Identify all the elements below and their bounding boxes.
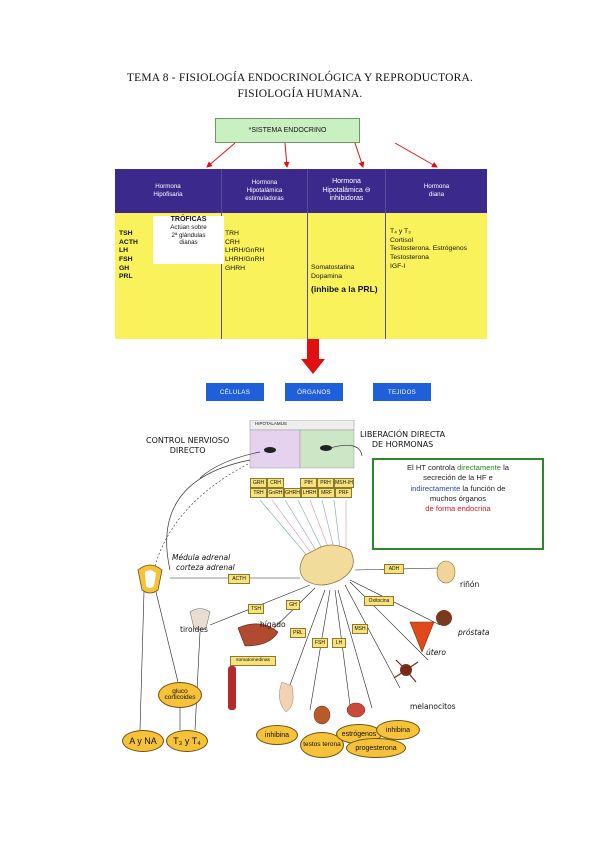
inhibina-oval: inhibina [376, 720, 420, 740]
utero-label: útero [426, 648, 446, 657]
button-celulas[interactable]: CÉLULAS [206, 383, 264, 401]
troficas-box: TRÓFICAS Actúan sobre 2ª glándulas diana… [153, 216, 224, 264]
rh-tag: GnRH [267, 488, 284, 498]
fsh-tag: FSH [312, 638, 328, 648]
glucocorticoides-oval: gluco corticoides [158, 682, 202, 708]
hypothalamus-pituitary-diagram: HIPOTALAMUS CONTROL NERVIOSO DIRECTO LIB… [110, 420, 550, 765]
rh-tag: PIH [300, 478, 317, 488]
t3t4-oval: T₃ y T₄ [166, 730, 208, 752]
adh-tag: ADH [384, 564, 404, 574]
gh-tag: GH [286, 600, 300, 610]
higado-label: hígado [260, 620, 286, 629]
down-arrow-icon [301, 339, 325, 374]
medula-label: Médula adrenal [172, 553, 231, 562]
diagram-drawing [137, 420, 456, 731]
estimuladoras-list: TRH CRH LHRH/GnRH LHRH/GnRH GHRH [225, 230, 265, 272]
rh-tag: CRH [267, 478, 284, 488]
rh-tag: MRF [318, 488, 335, 498]
rh-tag: TRH [250, 488, 267, 498]
hypothalamus-label: HIPOTALAMUS [255, 421, 287, 426]
rh-tag: PRH [317, 478, 334, 488]
prostata-label: próstata [458, 628, 490, 637]
page-title-line1: TEMA 8 - FISIOLOGÍA ENDOCRINOLÓGICA Y RE… [126, 72, 474, 84]
tsh-tag: TSH [248, 604, 264, 614]
inhibidoras-note: (inhibe a la PRL) [311, 284, 378, 294]
connector-arrows [206, 142, 438, 168]
lh-tag: LH [332, 638, 346, 648]
rinon-label: riñón [460, 580, 480, 589]
corteza-label: corteza adrenal [176, 563, 235, 572]
system-label: *SISTEMA ENDOCRINO [215, 118, 360, 143]
rh-tag: GHRH [284, 488, 301, 498]
progesterona-oval: progesterona [346, 738, 406, 758]
rh-tag: MSH-IH [334, 478, 354, 488]
column-divider [385, 169, 386, 339]
inhibina-oval: inhibina [256, 725, 298, 745]
rh-tag: LHRH [301, 488, 318, 498]
acth-tag: ACTH [228, 574, 250, 584]
melanocitos-label: melanocitos [410, 702, 456, 711]
liberacion-label: LIBERACIÓN DIRECTA DE HORMONAS [360, 430, 446, 449]
hipofisaria-list: TSH ACTH LH FSH GH PRL [119, 230, 138, 281]
diana-list: T₄ y T₃ Cortisol Testosterona. Estrógeno… [390, 228, 468, 270]
msh-tag: MSH [352, 624, 368, 634]
somatomedinas-tag: somatomedinas [230, 656, 276, 666]
column-divider [307, 169, 308, 339]
inhibidoras-list: Somatostatina Dopamina [311, 264, 355, 280]
button-organos[interactable]: ÓRGANOS [285, 383, 343, 401]
control-nervioso-label: CONTROL NERVIOSO DIRECTO [146, 436, 230, 455]
page-title-line2: FISIOLOGÍA HUMANA. [237, 88, 363, 100]
oxitocina-tag: Oxitocina [364, 596, 394, 606]
tiroides-label: tiroides [180, 625, 208, 634]
ayna-oval: A y NA [122, 730, 164, 752]
rh-tag: GRH [250, 478, 267, 488]
button-tejidos[interactable]: TEJIDOS [373, 383, 431, 401]
ht-info-box: El HT controla directamente la secreción… [372, 458, 544, 550]
prl-tag: PRL [290, 628, 306, 638]
rh-tag: PRF [335, 488, 352, 498]
